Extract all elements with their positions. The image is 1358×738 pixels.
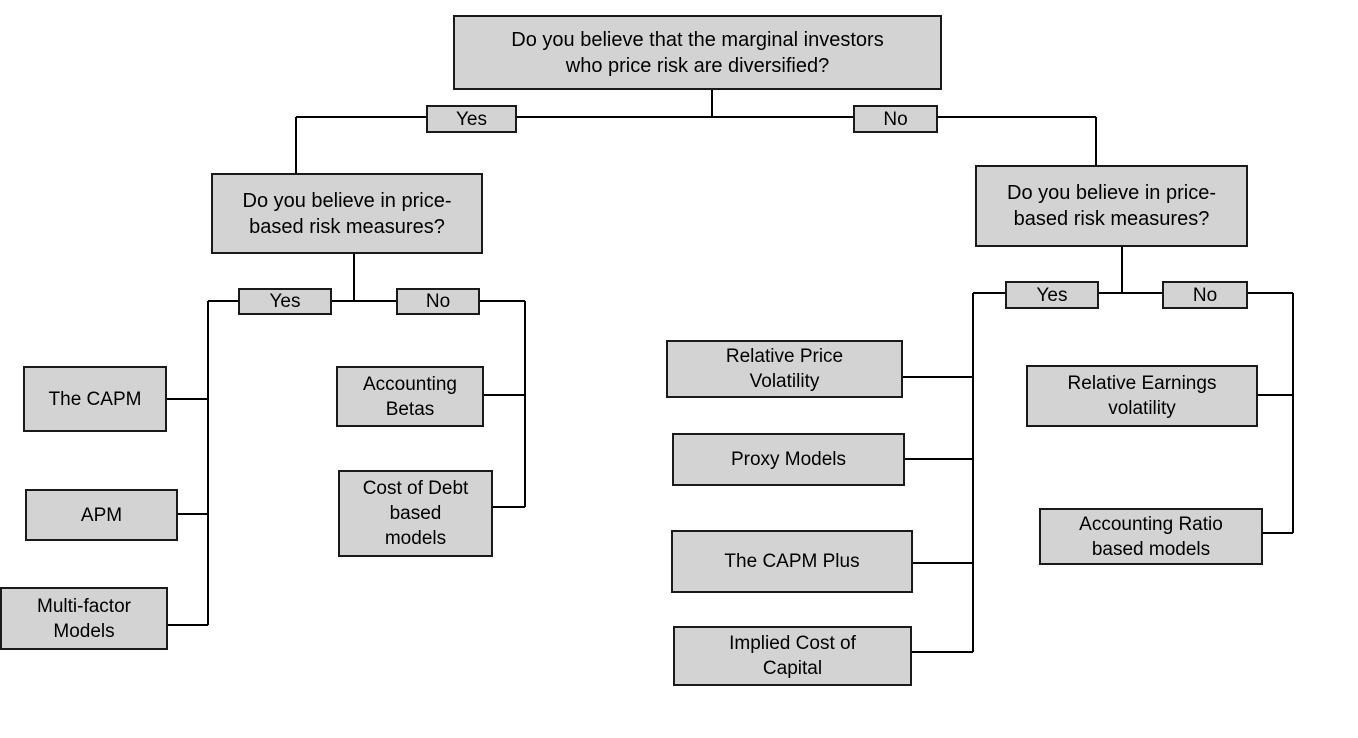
node-root-question: Do you believe that the marginal investo…: [453, 15, 942, 90]
node-model-implied-cost-of-capital: Implied Cost of Capital: [673, 626, 912, 686]
connector-left-branch: [167, 254, 526, 626]
connector-right-branch: [903, 247, 1294, 653]
edge-label-price-right-yes: Yes: [1005, 281, 1099, 309]
node-model-apm: APM: [25, 489, 178, 541]
edge-label-diversified-yes: Yes: [426, 105, 517, 133]
node-model-accounting-betas: Accounting Betas: [336, 366, 484, 427]
node-model-the-capm: The CAPM: [23, 366, 167, 432]
edge-label-price-left-yes: Yes: [238, 288, 332, 315]
edge-label-diversified-no: No: [853, 105, 938, 133]
node-model-relative-price-volatility: Relative Price Volatility: [666, 340, 903, 398]
edge-label-price-right-no: No: [1162, 281, 1248, 309]
node-model-relative-earnings-volatility: Relative Earnings volatility: [1026, 365, 1258, 427]
node-model-multi-factor-models: Multi-factor Models: [0, 587, 168, 650]
node-model-accounting-ratio-based-models: Accounting Ratio based models: [1039, 508, 1263, 565]
node-model-proxy-models: Proxy Models: [672, 433, 905, 486]
node-model-the-capm-plus: The CAPM Plus: [671, 530, 913, 593]
connector-root: [295, 90, 1097, 173]
node-model-cost-of-debt-based-models: Cost of Debt based models: [338, 470, 493, 557]
node-question-price-right: Do you believe in price- based risk meas…: [975, 165, 1248, 247]
node-question-price-left: Do you believe in price- based risk meas…: [211, 173, 483, 254]
edge-label-price-left-no: No: [396, 288, 480, 315]
